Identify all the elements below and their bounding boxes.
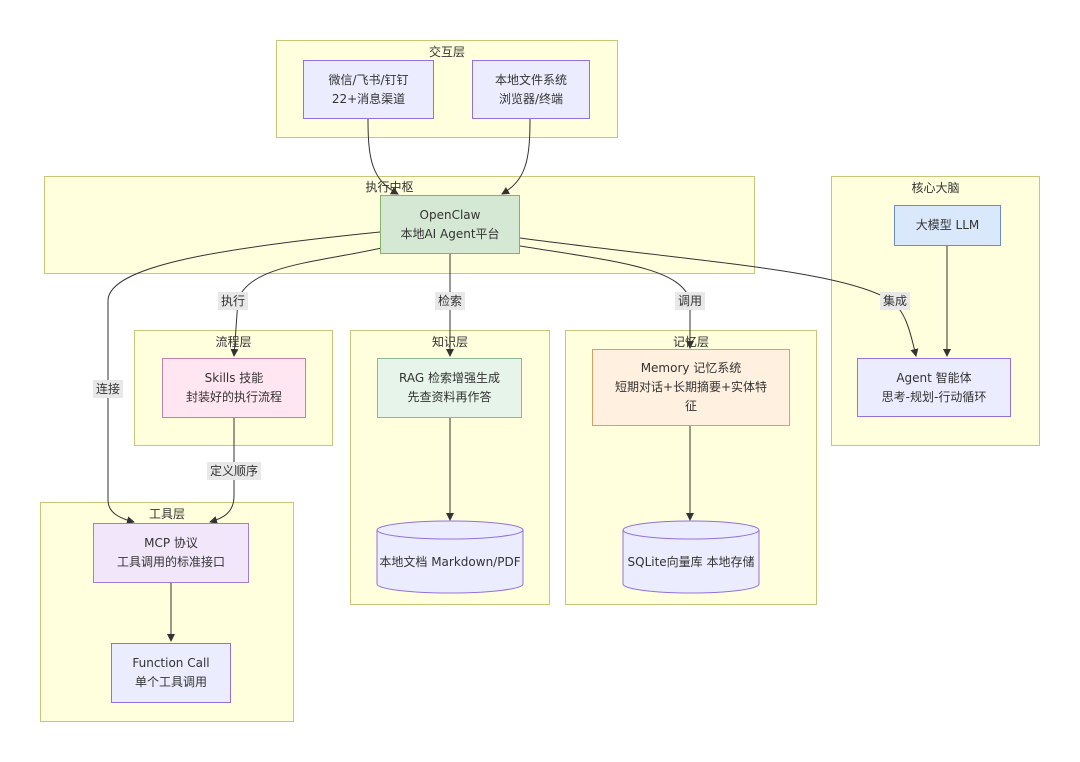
group-title: 工具层 — [148, 507, 185, 521]
edge-skills-mcp — [209, 418, 235, 524]
node-line: Memory 记忆系统 — [640, 361, 742, 375]
node-line: Skills 技能 — [204, 371, 264, 385]
node-line: 先查资料再作答 — [407, 390, 492, 404]
database-icon — [622, 520, 760, 594]
edge-label-define-order: 定义顺序 — [207, 462, 262, 480]
edge-openclaw-agent — [519, 237, 919, 357]
node-line: Function Call — [132, 656, 210, 670]
node-line: MCP 协议 — [144, 536, 198, 550]
node-line: 思考-规划-行动循环 — [881, 389, 987, 404]
node-agent: Agent 智能体 思考-规划-行动循环 — [857, 358, 1011, 417]
node-line: 本地文件系统 — [494, 72, 567, 87]
node-llm: 大模型 LLM — [894, 205, 1001, 246]
group-title: 流程层 — [215, 335, 252, 349]
node-line: SQLite向量库 本地存储 — [627, 555, 755, 569]
node-local-docs-database: 本地文档 Markdown/PDF — [376, 520, 524, 594]
node-local-filesystem: 本地文件系统 浏览器/终端 — [472, 60, 590, 119]
node-openclaw: OpenClaw 本地AI Agent平台 — [380, 195, 520, 254]
edge-label-retrieve: 检索 — [435, 292, 466, 310]
node-line: 单个工具调用 — [134, 675, 207, 689]
edge-openclaw-mcp — [107, 231, 381, 525]
node-memory: Memory 记忆系统 短期对话+长期摘要+实体特 征 — [592, 349, 790, 426]
node-wechat-channels: 微信/飞书/钉钉 22+消息渠道 — [303, 60, 434, 119]
node-line: 22+消息渠道 — [331, 91, 406, 106]
group-title: 核心大脑 — [911, 181, 960, 195]
edge-label-execute: 执行 — [218, 292, 249, 310]
edge-label-invoke: 调用 — [675, 292, 706, 310]
node-line: 本地AI Agent平台 — [400, 226, 500, 241]
database-icon — [376, 520, 524, 594]
node-skills: Skills 技能 封装好的执行流程 — [162, 358, 306, 418]
edge-wechat-openclaw — [367, 118, 399, 195]
node-line: RAG 检索增强生成 — [399, 371, 500, 385]
node-line: 浏览器/终端 — [498, 91, 564, 106]
node-line: 工具调用的标准接口 — [116, 555, 225, 569]
edge-label-connect: 连接 — [93, 380, 124, 398]
edge-label-integrate: 集成 — [880, 292, 911, 310]
node-sqlite-database: SQLite向量库 本地存储 — [622, 520, 760, 594]
node-line: 征 — [684, 399, 697, 413]
edge-openclaw-memory — [519, 245, 694, 349]
edge-localfs-openclaw — [501, 118, 531, 195]
group-execution-hub: 执行中枢 — [44, 176, 755, 274]
edge-openclaw-skills — [230, 243, 399, 357]
node-line: 短期对话+长期摘要+实体特 — [614, 380, 768, 394]
group-title: 执行中枢 — [365, 180, 414, 194]
node-line: 微信/飞书/钉钉 — [328, 72, 409, 87]
node-line: 本地文档 Markdown/PDF — [379, 555, 521, 569]
node-line: 封装好的执行流程 — [185, 390, 282, 404]
node-function-call: Function Call 单个工具调用 — [111, 643, 231, 703]
group-title: 交互层 — [428, 45, 465, 59]
node-mcp: MCP 协议 工具调用的标准接口 — [93, 523, 249, 583]
node-line: OpenClaw — [419, 207, 481, 222]
node-line: 大模型 LLM — [915, 218, 980, 232]
node-line: Agent 智能体 — [896, 370, 972, 385]
node-rag: RAG 检索增强生成 先查资料再作答 — [377, 358, 522, 418]
